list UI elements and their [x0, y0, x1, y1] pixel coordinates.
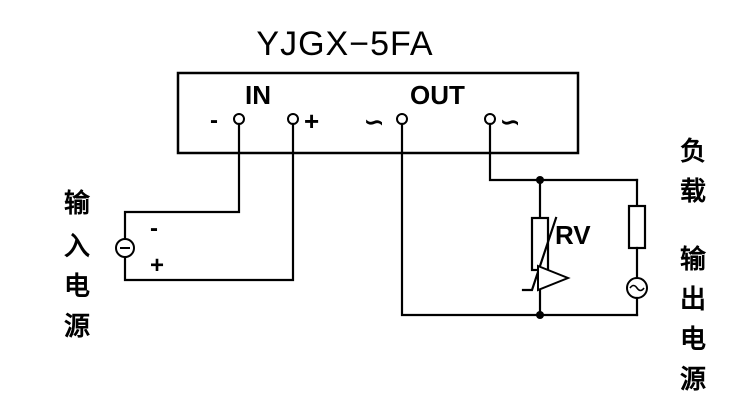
load-char-2: 载: [680, 177, 706, 207]
input-source-char-4: 源: [64, 312, 90, 342]
out-label: OUT: [410, 80, 465, 110]
output-source-char-1: 输: [680, 244, 707, 275]
terminal-in-minus: [233, 113, 245, 125]
input-source-char-1: 输: [64, 188, 91, 219]
wire-in-plus: [123, 122, 295, 282]
ac-source-icon: [626, 277, 648, 317]
output-source-char-3: 电: [680, 325, 706, 355]
input-source-char-2: 入: [64, 232, 90, 262]
wire-out-left: [400, 122, 542, 317]
in-plus-label: +: [304, 106, 319, 136]
module-title: YJGX−5FA: [256, 25, 433, 63]
module-box: [176, 71, 580, 155]
source-minus-label: -: [150, 215, 158, 242]
terminal-in-plus: [287, 113, 299, 125]
load-resistor: [627, 178, 647, 280]
source-plus-label: +: [150, 252, 164, 279]
varistor-label: RV: [555, 220, 591, 250]
in-minus-label: -: [210, 107, 218, 134]
wire-out-right: [488, 122, 542, 182]
input-source-char-3: 电: [64, 272, 90, 302]
output-source-char-2: 出: [680, 285, 706, 315]
terminal-out-right: [484, 113, 496, 125]
dc-source-icon: [115, 238, 135, 258]
terminal-out-left: [396, 113, 408, 125]
load-char-1: 负: [680, 137, 706, 167]
out-right-tilde: ∽: [500, 109, 520, 136]
out-left-tilde: ∽: [364, 109, 384, 136]
wire-in-minus: [123, 122, 241, 242]
in-label: IN: [245, 80, 271, 110]
output-source-char-4: 源: [680, 365, 706, 395]
varistor-symbol: [521, 178, 571, 317]
